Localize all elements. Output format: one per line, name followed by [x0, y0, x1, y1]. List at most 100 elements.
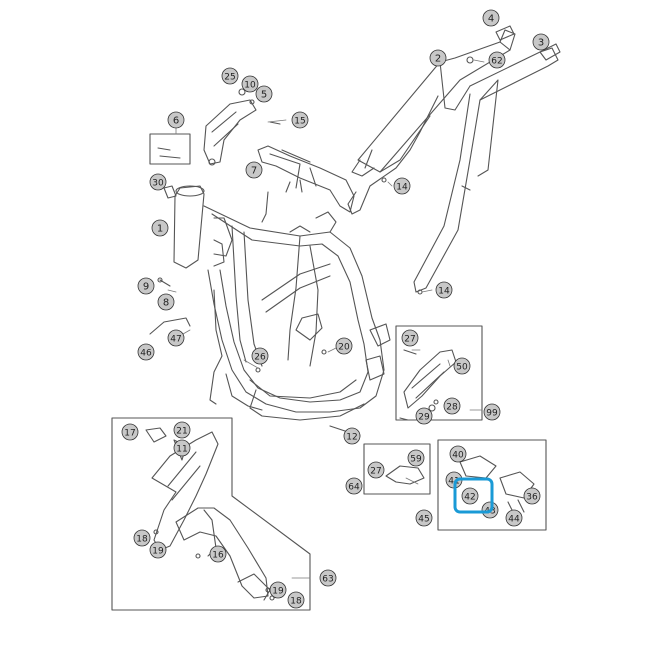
callout-number: 42: [464, 493, 475, 503]
callout-circle: [482, 9, 500, 27]
callout-circle: [532, 33, 550, 51]
callout-number: 16: [212, 551, 224, 561]
callout-18a[interactable]: 18: [133, 529, 151, 547]
callout-18b[interactable]: 18: [287, 591, 305, 609]
callout-number: 64: [348, 483, 360, 493]
callout-64[interactable]: 64: [345, 477, 363, 495]
callout-number: 27: [370, 467, 381, 477]
callout-15[interactable]: 15: [291, 111, 309, 129]
callout-30[interactable]: 30: [149, 173, 167, 191]
callout-26[interactable]: 26: [251, 347, 269, 365]
callout-29[interactable]: 29: [415, 407, 433, 425]
callout-circle: [407, 449, 425, 467]
part-6-kit: [149, 133, 191, 165]
callout-36[interactable]: 36: [523, 487, 541, 505]
callout-20[interactable]: 20: [335, 337, 353, 355]
callout-10[interactable]: 10: [241, 75, 259, 93]
callout-number: 27: [404, 335, 415, 345]
callout-circle: [483, 403, 501, 421]
callout-40[interactable]: 40: [449, 445, 467, 463]
callout-circle: [151, 219, 169, 237]
callout-44[interactable]: 44: [505, 509, 523, 527]
callout-6[interactable]: 6: [167, 111, 185, 129]
callout-8[interactable]: 8: [157, 293, 175, 311]
callout-number: 99: [486, 409, 498, 419]
callout-circle: [461, 487, 479, 505]
callout-25[interactable]: 25: [221, 67, 239, 85]
callout-50[interactable]: 50: [453, 357, 471, 375]
callout-circle: [173, 421, 191, 439]
callout-14a[interactable]: 14: [393, 177, 411, 195]
callout-number: 4: [488, 14, 494, 25]
callout-19b[interactable]: 19: [269, 581, 287, 599]
callout-19a[interactable]: 19: [149, 541, 167, 559]
callout-number: 17: [124, 429, 135, 439]
callout-circle: [173, 439, 191, 457]
callout-28[interactable]: 28: [443, 397, 461, 415]
callout-circle: [287, 591, 305, 609]
callout-5[interactable]: 5: [255, 85, 273, 103]
callout-4[interactable]: 4: [482, 9, 500, 27]
callout-number: 45: [418, 515, 429, 525]
callout-number: 29: [418, 413, 430, 423]
callout-27a[interactable]: 27: [401, 329, 419, 347]
part-30-sleeve: [163, 185, 177, 199]
callout-circle: [415, 509, 433, 527]
callout-number: 1: [157, 224, 163, 235]
callout-number: 8: [163, 298, 169, 309]
callout-circle: [149, 173, 167, 191]
highlight-box[interactable]: [453, 477, 494, 514]
callout-11[interactable]: 11: [173, 439, 191, 457]
callout-17[interactable]: 17: [121, 423, 139, 441]
callout-number: 19: [272, 587, 284, 597]
callout-7[interactable]: 7: [245, 161, 263, 179]
callout-42[interactable]: 42: [461, 487, 479, 505]
callout-number: 18: [290, 597, 302, 607]
callout-circle: [523, 487, 541, 505]
callout-circle: [415, 407, 433, 425]
callout-number: 28: [446, 403, 458, 413]
callout-45[interactable]: 45: [415, 509, 433, 527]
callout-circle: [435, 281, 453, 299]
callout-number: 36: [526, 493, 538, 503]
callout-16[interactable]: 16: [209, 545, 227, 563]
callout-2[interactable]: 2: [429, 49, 447, 67]
tank-bracket: [257, 145, 355, 223]
callout-number: 5: [261, 90, 267, 101]
engine-guard: [203, 88, 281, 166]
callout-circle: [157, 293, 175, 311]
callout-62[interactable]: 62: [488, 51, 506, 69]
callout-14b[interactable]: 14: [435, 281, 453, 299]
part-47-hose: [149, 317, 191, 335]
leader-lines: [163, 59, 485, 579]
callout-number: 21: [176, 427, 187, 437]
bracket-parts: [466, 25, 561, 64]
callout-circle: [167, 329, 185, 347]
callout-circle: [449, 445, 467, 463]
footrest-kit-box: [395, 325, 483, 421]
callout-number: 59: [410, 455, 422, 465]
callout-3[interactable]: 3: [532, 33, 550, 51]
callout-99[interactable]: 99: [483, 403, 501, 421]
callout-circle: [255, 85, 273, 103]
callout-27b[interactable]: 27: [367, 461, 385, 479]
callout-circle: [453, 357, 471, 375]
callout-46[interactable]: 46: [137, 343, 155, 361]
callout-circle: [133, 529, 151, 547]
callout-number: 25: [224, 73, 235, 83]
callout-47[interactable]: 47: [167, 329, 185, 347]
callout-63[interactable]: 63: [319, 569, 337, 587]
callout-12[interactable]: 12: [343, 427, 361, 445]
callout-circle: [345, 477, 363, 495]
callout-59[interactable]: 59: [407, 449, 425, 467]
callout-number: 6: [173, 116, 179, 127]
callout-number: 7: [251, 166, 257, 177]
callout-number: 9: [143, 282, 149, 293]
callout-9[interactable]: 9: [137, 277, 155, 295]
callout-1[interactable]: 1: [151, 219, 169, 237]
callout-circle: [291, 111, 309, 129]
callout-21[interactable]: 21: [173, 421, 191, 439]
